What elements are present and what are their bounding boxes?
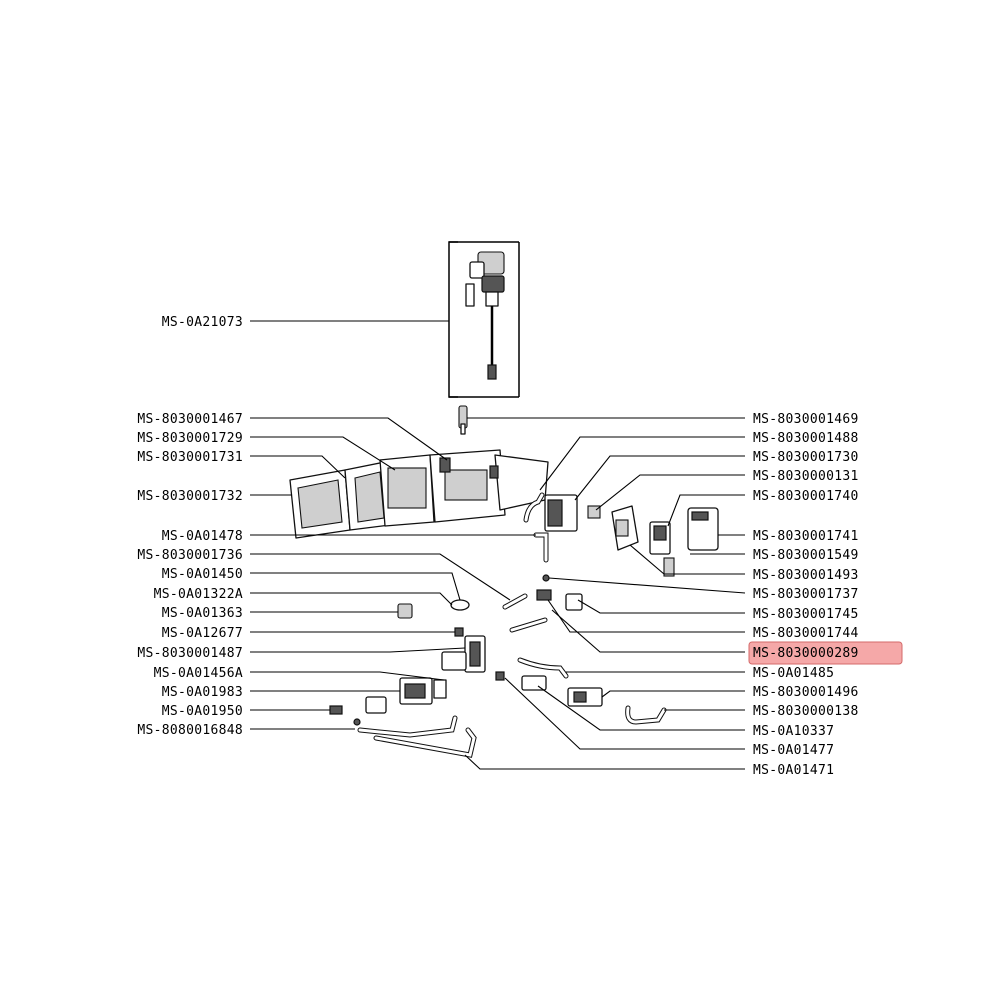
part-label-0a12677[interactable]: MS-0A12677	[162, 626, 243, 641]
part-label-0a01363[interactable]: MS-0A01363	[162, 606, 243, 621]
part-label-8030001729[interactable]: MS-8030001729	[137, 431, 243, 446]
part-label-8030001736[interactable]: MS-8030001736	[137, 548, 243, 563]
part-label-0a01477[interactable]: MS-0A01477	[753, 743, 834, 758]
part-label-8030001467[interactable]: MS-8030001467	[137, 412, 243, 427]
part-label-8030001732[interactable]: MS-8030001732	[137, 489, 243, 504]
pin-part-illustration[interactable]	[458, 405, 468, 435]
part-label-8030001745[interactable]: MS-8030001745	[753, 607, 859, 622]
central-hoses-illustration[interactable]	[495, 492, 667, 725]
part-label-0a01456a[interactable]: MS-0A01456A	[154, 666, 243, 681]
part-label-8030001740[interactable]: MS-8030001740	[753, 489, 859, 504]
left-part-labels: MS-0A21073 MS-8030001467 MS-8030001729 M…	[137, 315, 243, 738]
main-housing-illustration[interactable]	[289, 449, 549, 539]
part-label-0a01450[interactable]: MS-0A01450	[162, 567, 243, 582]
part-label-8030001488[interactable]: MS-8030001488	[753, 431, 859, 446]
part-label-8030000131[interactable]: MS-8030000131	[753, 469, 859, 484]
part-label-8030001487[interactable]: MS-8030001487	[137, 646, 243, 661]
right-upper-parts-illustration[interactable]	[544, 494, 719, 577]
part-label-8030001549[interactable]: MS-8030001549	[753, 548, 859, 563]
part-label-8030001730[interactable]: MS-8030001730	[753, 450, 859, 465]
left-lower-parts-illustration[interactable]	[329, 599, 486, 758]
right-part-labels: MS-8030001469 MS-8030001488 MS-803000173…	[753, 412, 859, 778]
part-label-0a01950[interactable]: MS-0A01950	[162, 704, 243, 719]
part-label-8030001737[interactable]: MS-8030001737	[753, 587, 859, 602]
part-label-8030001493[interactable]: MS-8030001493	[753, 568, 859, 583]
part-label-8030000138[interactable]: MS-8030000138	[753, 704, 859, 719]
part-label-8030001744[interactable]: MS-8030001744	[753, 626, 859, 641]
part-label-0a01485[interactable]: MS-0A01485	[753, 666, 834, 681]
top-assembly-illustration[interactable]	[448, 241, 520, 398]
part-label-8030000289-selected[interactable]: MS-8030000289	[753, 646, 859, 661]
part-label-0a01983[interactable]: MS-0A01983	[162, 685, 243, 700]
part-label-8030001469[interactable]: MS-8030001469	[753, 412, 859, 427]
part-label-8030001741[interactable]: MS-8030001741	[753, 529, 859, 544]
selected-part-highlight	[748, 641, 903, 665]
part-label-0a01478[interactable]: MS-0A01478	[162, 529, 243, 544]
part-label-0a21073[interactable]: MS-0A21073	[162, 315, 243, 330]
part-label-0a01322a[interactable]: MS-0A01322A	[154, 587, 243, 602]
part-label-8030001496[interactable]: MS-8030001496	[753, 685, 859, 700]
part-label-8080016848[interactable]: MS-8080016848	[137, 723, 243, 738]
part-label-8030001731[interactable]: MS-8030001731	[137, 450, 243, 465]
leader-lines	[250, 320, 746, 770]
part-label-0a01471[interactable]: MS-0A01471	[753, 763, 834, 778]
part-label-0a10337[interactable]: MS-0A10337	[753, 724, 834, 739]
